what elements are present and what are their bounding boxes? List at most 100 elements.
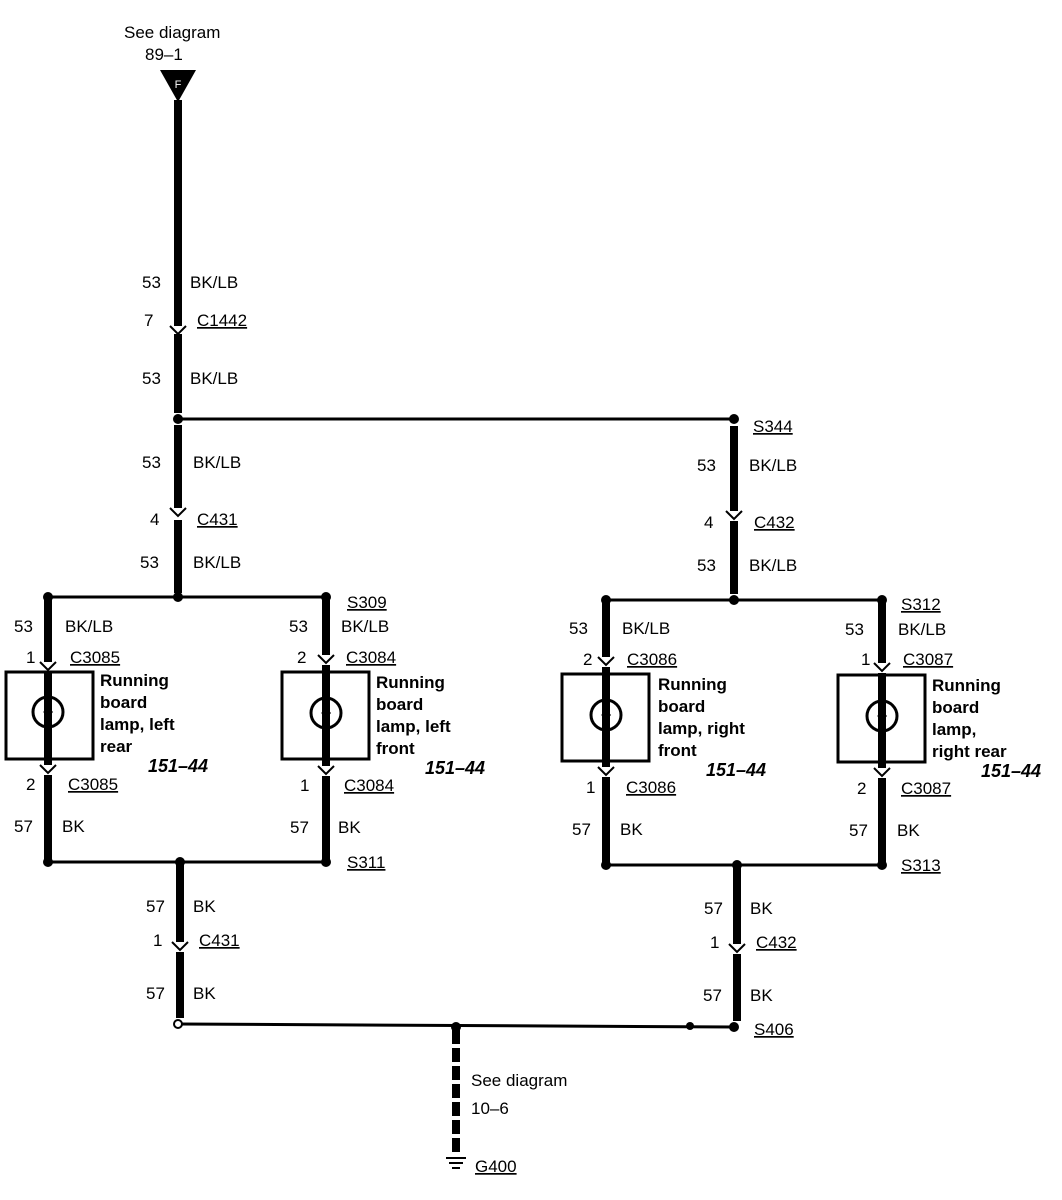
lamp-name-line: front — [376, 739, 415, 758]
lamp-ref: 151–44 — [706, 760, 766, 780]
wire-color: BK — [897, 821, 920, 840]
top-diagram-reference: See diagram 89–1 F — [124, 23, 220, 102]
connector-pin: 1 — [861, 650, 870, 669]
bulb-icon — [31, 695, 65, 729]
connector-name: C3084 — [344, 776, 394, 795]
wire-color: BK — [620, 820, 643, 839]
ground-symbol — [446, 1157, 466, 1169]
connector-c431: C431 — [197, 510, 238, 529]
connector-symbols — [39, 325, 891, 954]
splice-s313: S313 — [901, 856, 941, 875]
wire-color: BK — [338, 818, 361, 837]
wire-circuit: 53 — [697, 456, 716, 475]
wire-color: BK/LB — [65, 617, 113, 636]
lamp-name-line: board — [932, 698, 979, 717]
connector-c431: C431 — [199, 931, 240, 950]
off-page-letter: F — [175, 79, 182, 91]
lamp-name-line: lamp, left — [376, 717, 451, 736]
connector-pin: 1 — [710, 933, 719, 952]
ground-wires — [176, 864, 741, 1152]
lamp-name-line: Running — [658, 675, 727, 694]
lamp-left-rear — [4, 670, 95, 761]
connector-name: C3085 — [70, 648, 120, 667]
lamp-name-line: right rear — [932, 742, 1007, 761]
wire-circuit: 53 — [697, 556, 716, 575]
wire-circuit: 57 — [704, 899, 723, 918]
lamp-right-rear — [836, 673, 927, 764]
lamp-right-rear-labels: 53 BK/LB 1 C3087 Running board lamp, rig… — [845, 620, 1041, 840]
wire-color: BK — [62, 817, 85, 836]
connector-name: C3084 — [346, 648, 396, 667]
lamp-left-rear-labels: 53 BK/LB 1 C3085 Running board lamp, lef… — [14, 617, 208, 836]
bottom-diagram-reference: See diagram 10–6 G400 — [471, 1071, 567, 1176]
lamp-ref: 151–44 — [981, 761, 1041, 781]
lamp-name-line: lamp, — [932, 720, 976, 739]
wire-circuit: 57 — [703, 986, 722, 1005]
off-page-connector-arrow — [160, 70, 196, 102]
bottom-ref-line1: See diagram — [471, 1071, 567, 1090]
wire-circuit: 53 — [142, 453, 161, 472]
connector-name: C3087 — [903, 650, 953, 669]
top-ref-line1: See diagram — [124, 23, 220, 42]
bulb-icon — [865, 699, 899, 733]
wire-circuit: 57 — [146, 984, 165, 1003]
wire-circuit: 57 — [146, 897, 165, 916]
open-splice — [173, 1019, 183, 1029]
connector-pin: 4 — [150, 510, 159, 529]
lamp-ref: 151–44 — [148, 756, 208, 776]
wire-color: BK/LB — [193, 453, 241, 472]
connector-c432: C432 — [754, 513, 795, 532]
wire-circuit: 57 — [572, 820, 591, 839]
connector-pin: 4 — [704, 513, 713, 532]
wire-circuit: 53 — [142, 369, 161, 388]
wire-circuit: 57 — [849, 821, 868, 840]
wire-circuit: 57 — [290, 818, 309, 837]
connector-c1442: C1442 — [197, 311, 247, 330]
bulb-icon — [309, 696, 343, 730]
lamp-name-line: board — [376, 695, 423, 714]
wire-color: BK/LB — [190, 369, 238, 388]
lamp-name-line: board — [100, 693, 147, 712]
connector-pin: 2 — [297, 648, 306, 667]
lamp-name-line: Running — [932, 676, 1001, 695]
wire-color: BK — [750, 899, 773, 918]
wire-color: BK/LB — [898, 620, 946, 639]
connector-pin: 2 — [26, 775, 35, 794]
bottom-ref-line2: 10–6 — [471, 1099, 509, 1118]
feed-labels: 53 BK/LB 7 C1442 53 BK/LB 53 BK/LB 4 C43… — [140, 273, 941, 614]
lamp-name-line: board — [658, 697, 705, 716]
wire-color: BK — [193, 984, 216, 1003]
lamp-name-line: front — [658, 741, 697, 760]
lamp-left-front-labels: 53 BK/LB 2 C3084 Running board lamp, lef… — [289, 617, 485, 837]
wire-color: BK/LB — [622, 619, 670, 638]
lamp-name-line: rear — [100, 737, 133, 756]
wire-color: BK/LB — [749, 556, 797, 575]
lamp-name-line: Running — [100, 671, 169, 690]
connector-name: C3086 — [627, 650, 677, 669]
splice-s309: S309 — [347, 593, 387, 612]
wire-color: BK — [750, 986, 773, 1005]
lamp-right-front-labels: 53 BK/LB 2 C3086 Running board lamp, rig… — [569, 619, 766, 839]
ground-g400: G400 — [475, 1157, 517, 1176]
lamp-ref: 151–44 — [425, 758, 485, 778]
wire-circuit: 53 — [14, 617, 33, 636]
splice-s344: S344 — [753, 417, 793, 436]
wire-circuit: 53 — [140, 553, 159, 572]
splice-s311: S311 — [347, 853, 385, 872]
connector-pin: 1 — [26, 648, 35, 667]
lamp-name-line: lamp, right — [658, 719, 745, 738]
connector-pin: 1 — [153, 931, 162, 950]
lamp-left-front — [280, 670, 371, 761]
wire-color: BK/LB — [749, 456, 797, 475]
splice-s406: S406 — [754, 1020, 794, 1039]
wire-circuit: 53 — [569, 619, 588, 638]
ground-labels: S311 S313 57 BK 1 C431 57 BK 57 BK 1 C43… — [146, 853, 941, 1039]
top-ref-line2: 89–1 — [145, 45, 183, 64]
wire-color: BK/LB — [341, 617, 389, 636]
wire-circuit: 53 — [142, 273, 161, 292]
wire-color: BK/LB — [190, 273, 238, 292]
bulb-icon — [589, 698, 623, 732]
wire-color: BK — [193, 897, 216, 916]
connector-pin: 2 — [583, 650, 592, 669]
